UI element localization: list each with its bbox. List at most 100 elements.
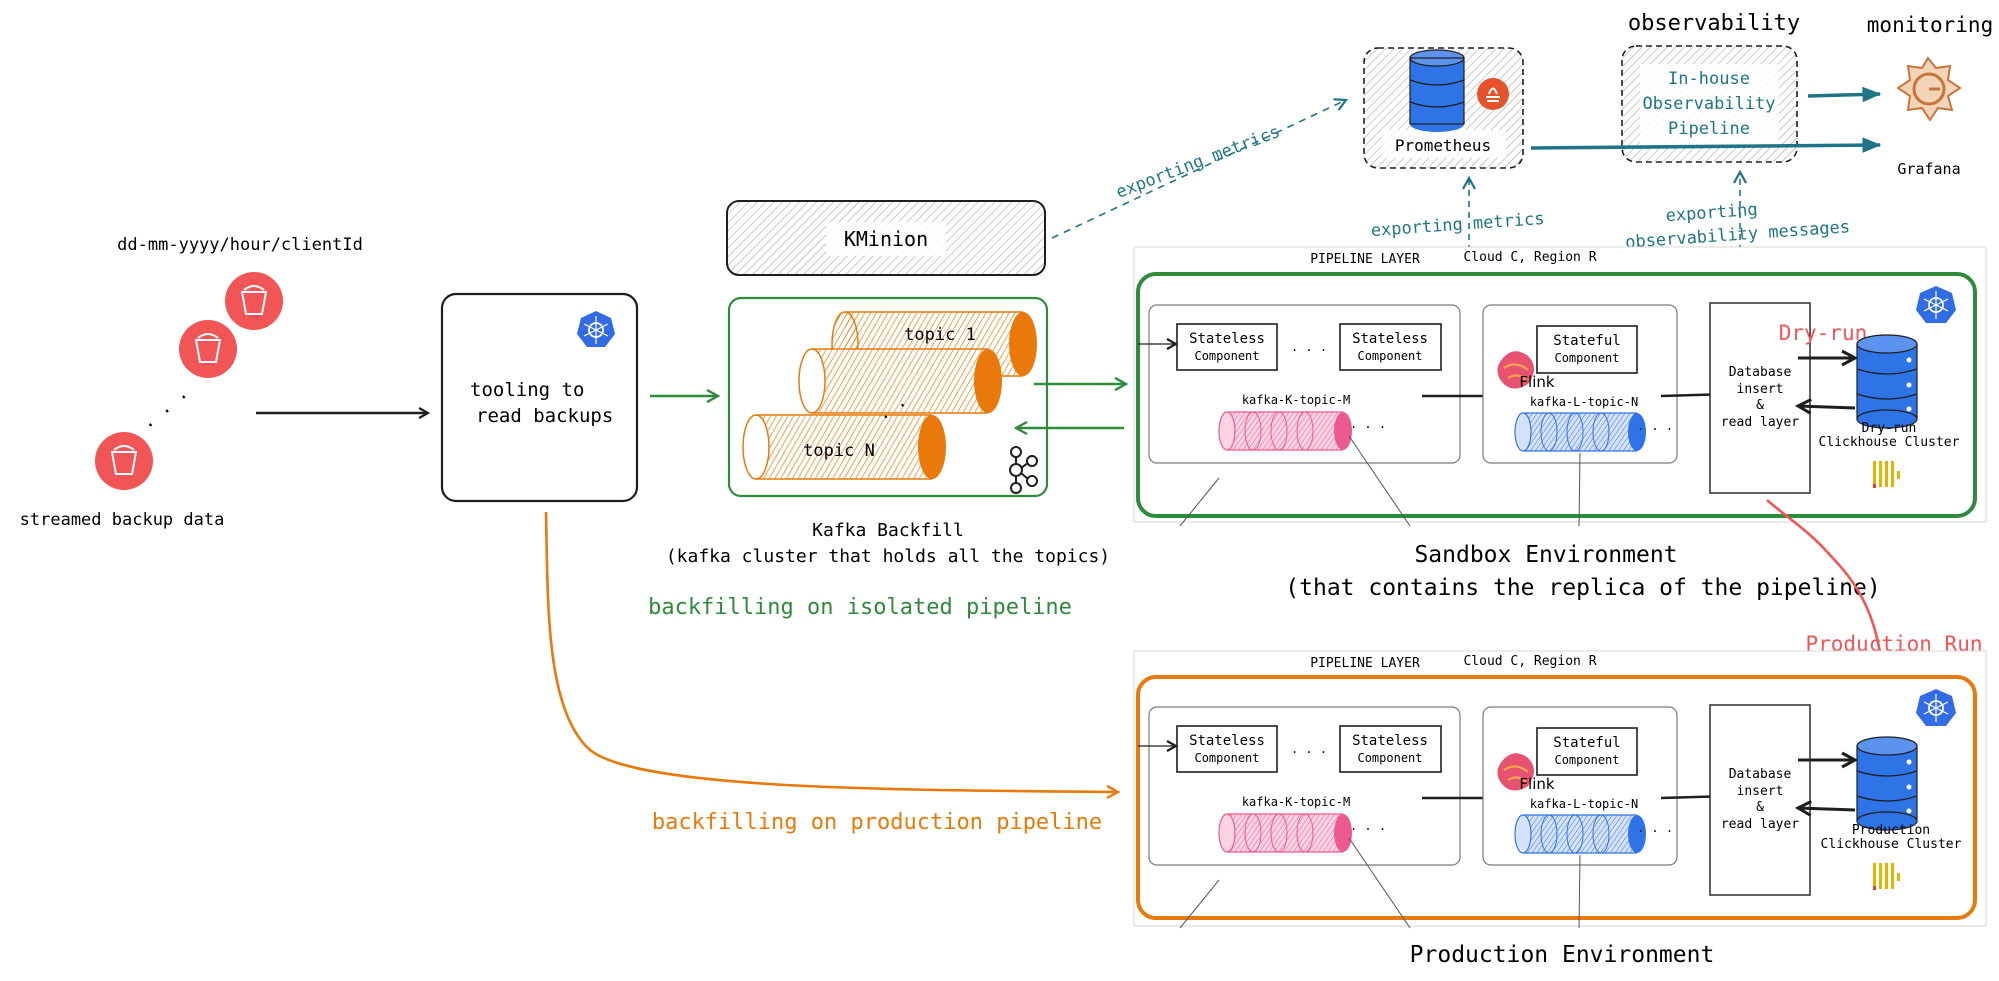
export-kminion-label: exporting metrics bbox=[1113, 122, 1283, 203]
prometheus-to-grafana-arrow bbox=[1530, 137, 1882, 153]
kafka-l-label: kafka-L-topic-N bbox=[1530, 797, 1638, 811]
region-label: Cloud C, Region R bbox=[1463, 250, 1596, 265]
db-line-3: & bbox=[1756, 398, 1764, 413]
db-line-1: Database bbox=[1729, 767, 1792, 782]
production-pipeline-border bbox=[1136, 675, 1977, 920]
db-line-2: insert bbox=[1737, 382, 1784, 397]
sandbox-subtitle: (that contains the replica of the pipeli… bbox=[1285, 575, 1880, 601]
kafka-caption-line-1: Kafka Backfill bbox=[812, 520, 964, 541]
kafka-topic-cylinder bbox=[1218, 813, 1352, 853]
kafka-topic-cylinder bbox=[742, 414, 946, 480]
observability-to-grafana-arrow bbox=[1807, 86, 1882, 103]
topic-1-label: topic 1 bbox=[904, 325, 976, 345]
bucket-icon bbox=[179, 320, 237, 378]
stateless-component-b bbox=[1339, 323, 1442, 371]
flink-label: Flink bbox=[1519, 373, 1554, 391]
backup-path-label: dd-mm-yyyy/hour/clientId bbox=[117, 235, 363, 255]
stateful-line-1: Stateful bbox=[1553, 333, 1620, 349]
dry-run-label: Dry-run bbox=[1779, 321, 1868, 345]
prometheus-icon bbox=[1477, 78, 1509, 110]
stateless-a-line-2: Component bbox=[1194, 349, 1259, 363]
stateful-line-2: Component bbox=[1554, 351, 1619, 365]
bucket-icon bbox=[95, 432, 153, 490]
stateless-b-line-1: Stateless bbox=[1352, 331, 1428, 347]
kafka-caption-line-2: (kafka cluster that holds all the topics… bbox=[666, 546, 1110, 567]
stateful-component bbox=[1536, 727, 1638, 776]
kafka-icon bbox=[1009, 446, 1038, 494]
production-title: Production Environment bbox=[1410, 942, 1715, 968]
stateless-a-line-1: Stateless bbox=[1189, 733, 1265, 749]
stateless-b-line-2: Component bbox=[1357, 751, 1422, 765]
kafka-l-label: kafka-L-topic-N bbox=[1530, 395, 1638, 409]
stateless-a-line-2: Component bbox=[1194, 751, 1259, 765]
inhouse-line-1: In-house bbox=[1668, 69, 1750, 89]
tooling-line-1: tooling to bbox=[470, 379, 584, 401]
sandbox-pipeline-border bbox=[1136, 272, 1977, 518]
database-layer bbox=[1709, 302, 1811, 494]
kubernetes-icon bbox=[577, 311, 615, 347]
streamed-backup-caption: streamed backup data bbox=[20, 510, 225, 530]
stateful-line-1: Stateful bbox=[1553, 735, 1620, 751]
db-line-4: read layer bbox=[1721, 415, 1799, 430]
stateless-b-line-2: Component bbox=[1357, 349, 1422, 363]
database-layer bbox=[1709, 704, 1811, 896]
kafka-k-label: kafka-K-topic-M bbox=[1242, 393, 1350, 407]
db-line-2: insert bbox=[1737, 784, 1784, 799]
ellipsis: . . . bbox=[1637, 419, 1673, 433]
cluster-line-1: Dry-run bbox=[1862, 421, 1917, 436]
bucket-icon bbox=[225, 272, 283, 330]
topic-n-label: topic N bbox=[803, 441, 875, 461]
isolated-flow-label: backfilling on isolated pipeline bbox=[648, 595, 1072, 620]
kminion-label: KMinion bbox=[844, 227, 928, 251]
prometheus-label: Prometheus bbox=[1395, 136, 1491, 155]
cluster-line-2: Clickhouse Cluster bbox=[1821, 837, 1962, 852]
db-line-3: & bbox=[1756, 800, 1764, 815]
database-icon bbox=[1856, 736, 1918, 831]
tooling-line-2: read backups bbox=[476, 405, 613, 427]
flink-icon bbox=[1497, 753, 1534, 791]
db-line-1: Database bbox=[1729, 365, 1792, 380]
grafana-label: Grafana bbox=[1897, 160, 1960, 178]
flink-label: Flink bbox=[1519, 775, 1554, 793]
kafka-topic-cylinder bbox=[1514, 814, 1646, 854]
kubernetes-icon bbox=[1916, 286, 1956, 323]
observability-title: observability bbox=[1628, 11, 1800, 36]
cluster-line-2: Clickhouse Cluster bbox=[1819, 435, 1960, 450]
pipeline-layer-label: PIPELINE LAYER bbox=[1310, 656, 1420, 671]
database-icon bbox=[1856, 334, 1918, 429]
ellipsis: . . . bbox=[1637, 821, 1673, 835]
ellipsis: . . . bbox=[1350, 819, 1386, 833]
grafana-icon bbox=[1896, 56, 1962, 122]
production-flow-label: backfilling on production pipeline bbox=[652, 810, 1102, 835]
tooling-to-production-arrow bbox=[544, 511, 1118, 792]
stateless-a-line-1: Stateless bbox=[1189, 331, 1265, 347]
stateless-b-line-1: Stateless bbox=[1352, 733, 1428, 749]
backup-ellipsis: . . . bbox=[137, 382, 192, 433]
stateful-line-2: Component bbox=[1554, 753, 1619, 767]
flink-icon bbox=[1497, 351, 1534, 389]
kminion-to-prometheus-arrow bbox=[1051, 100, 1346, 239]
stateless-component-a bbox=[1176, 725, 1278, 773]
clickhouse-icon bbox=[1873, 863, 1900, 890]
kafka-k-label: kafka-K-topic-M bbox=[1242, 795, 1350, 809]
kubernetes-icon bbox=[1916, 689, 1956, 726]
ellipsis: . . . bbox=[1291, 742, 1327, 756]
export-obs-line-1: exporting bbox=[1665, 200, 1758, 226]
export-sandbox-label: exporting metrics bbox=[1370, 209, 1545, 241]
database-icon bbox=[1409, 49, 1465, 132]
ellipsis: . . . bbox=[1291, 340, 1327, 354]
kafka-topic-cylinder bbox=[798, 348, 1002, 414]
monitoring-title: monitoring bbox=[1867, 13, 1993, 37]
inhouse-line-3: Pipeline bbox=[1668, 119, 1750, 139]
stateless-component-a bbox=[1176, 323, 1278, 371]
region-label: Cloud C, Region R bbox=[1463, 654, 1596, 669]
sandbox-environment: PIPELINE LAYER Cloud C, Region R Statele… bbox=[1133, 246, 1987, 527]
kafka-topic-cylinder bbox=[1218, 411, 1352, 451]
ellipsis: . . . bbox=[1350, 417, 1386, 431]
inhouse-line-2: Observability bbox=[1642, 94, 1775, 114]
stateless-component-b bbox=[1339, 725, 1442, 773]
sandbox-title: Sandbox Environment bbox=[1414, 542, 1677, 568]
stateful-component bbox=[1536, 325, 1638, 374]
clickhouse-icon bbox=[1873, 461, 1900, 488]
